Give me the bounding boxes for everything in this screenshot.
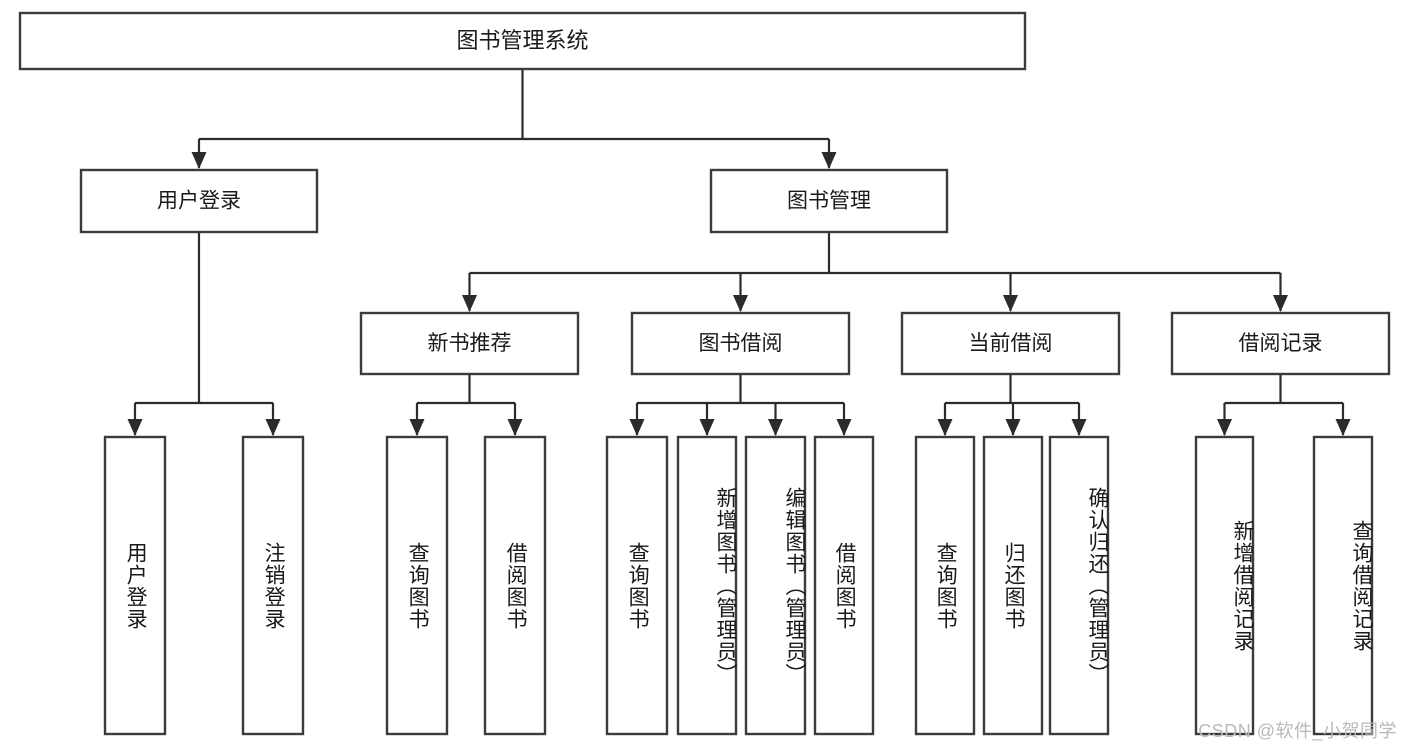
- node-leaf-query-book-rec[interactable]: [385, 435, 449, 736]
- connector-current-borrow-to-leaves-arrow-1: [1005, 419, 1021, 436]
- connector-user-login-to-leaves: [133, 232, 275, 435]
- connector-borrow-record-to-leaves-arrow-0: [1217, 419, 1232, 436]
- connector-current-borrow-to-leaves-arrow-2: [1071, 419, 1087, 436]
- node-leaf-borrow-book[interactable]: [813, 435, 875, 736]
- node-current-borrow-label: 当前借阅: [969, 332, 1053, 355]
- connector-new-book-recommend-to-leaves-arrow-1: [507, 419, 523, 436]
- node-book-borrow-label: 图书借阅: [699, 332, 783, 355]
- node-book-manage-rect[interactable]: [709, 168, 949, 234]
- node-current-borrow-rect[interactable]: [900, 311, 1121, 376]
- node-user-login-label: 用户登录: [157, 190, 241, 213]
- node-book-manage-label: 图书管理: [787, 190, 871, 213]
- connector-book-borrow-to-leaves-arrow-1: [699, 419, 715, 436]
- node-leaf-query-book-borrow[interactable]: [605, 435, 669, 736]
- node-root[interactable]: 图书管理系统: [18, 11, 1027, 71]
- connector-user-login-to-leaves-arrow-0: [127, 419, 143, 436]
- node-user-login[interactable]: 用户登录: [79, 168, 319, 234]
- connector-user-login-to-leaves-arrow-1: [265, 419, 281, 436]
- node-new-book-recommend-label: 新书推荐: [428, 332, 512, 355]
- connector-book-manage-to-level3-arrow-0: [462, 295, 477, 312]
- node-borrow-record[interactable]: 借阅记录: [1170, 311, 1391, 376]
- node-leaf-edit-book[interactable]: [744, 435, 807, 736]
- node-new-book-recommend-rect[interactable]: [359, 311, 580, 376]
- node-leaf-add-record[interactable]: [1194, 435, 1255, 736]
- node-leaf-confirm-return[interactable]: [1048, 435, 1110, 736]
- connector-book-borrow-to-leaves-arrow-0: [629, 419, 645, 436]
- node-leaf-user-login[interactable]: [103, 435, 167, 736]
- connector-book-borrow-to-leaves-arrow-2: [768, 419, 783, 436]
- connector-book-borrow-to-leaves-arrow-3: [836, 419, 852, 436]
- connector-root-to-level2-arrow-0: [191, 152, 207, 169]
- node-leaf-query-book-current[interactable]: [914, 435, 976, 736]
- node-leaf-add-book[interactable]: [676, 435, 738, 736]
- node-user-login-rect[interactable]: [79, 168, 319, 234]
- connector-borrow-record-to-leaves-arrow-1: [1335, 419, 1351, 436]
- node-borrow-record-label: 借阅记录: [1239, 332, 1323, 355]
- node-root-rect[interactable]: [18, 11, 1027, 71]
- node-book-borrow[interactable]: 图书借阅: [630, 311, 851, 376]
- node-new-book-recommend[interactable]: 新书推荐: [359, 311, 580, 376]
- connectors-layer: [127, 69, 1351, 436]
- connector-book-manage-to-level3-arrow-2: [1003, 295, 1018, 312]
- connector-new-book-recommend-to-leaves-arrow-0: [409, 419, 425, 436]
- node-leaf-borrow-book-rec[interactable]: [483, 435, 547, 736]
- connector-new-book-recommend-to-leaves: [415, 374, 517, 435]
- connector-borrow-record-to-leaves: [1223, 374, 1345, 435]
- node-leaf-logout[interactable]: [241, 435, 305, 736]
- node-current-borrow[interactable]: 当前借阅: [900, 311, 1121, 376]
- node-borrow-record-rect[interactable]: [1170, 311, 1391, 376]
- node-root-label: 图书管理系统: [456, 28, 588, 53]
- connector-book-manage-to-level3-arrow-1: [733, 295, 748, 312]
- csdn-watermark: CSDN @软件_小贺同学: [1198, 721, 1397, 741]
- node-leaf-query-record[interactable]: [1312, 435, 1374, 736]
- connector-book-manage-to-level3-arrow-3: [1273, 295, 1288, 312]
- connector-book-borrow-to-leaves: [635, 374, 846, 435]
- node-book-manage[interactable]: 图书管理: [709, 168, 949, 234]
- node-leaf-return-book[interactable]: [982, 435, 1044, 736]
- connector-book-manage-to-level3: [468, 232, 1282, 311]
- connector-root-to-level2-arrow-1: [821, 152, 837, 169]
- connector-root-to-level2: [197, 69, 831, 168]
- node-book-borrow-rect[interactable]: [630, 311, 851, 376]
- connector-current-borrow-to-leaves-arrow-0: [937, 419, 953, 436]
